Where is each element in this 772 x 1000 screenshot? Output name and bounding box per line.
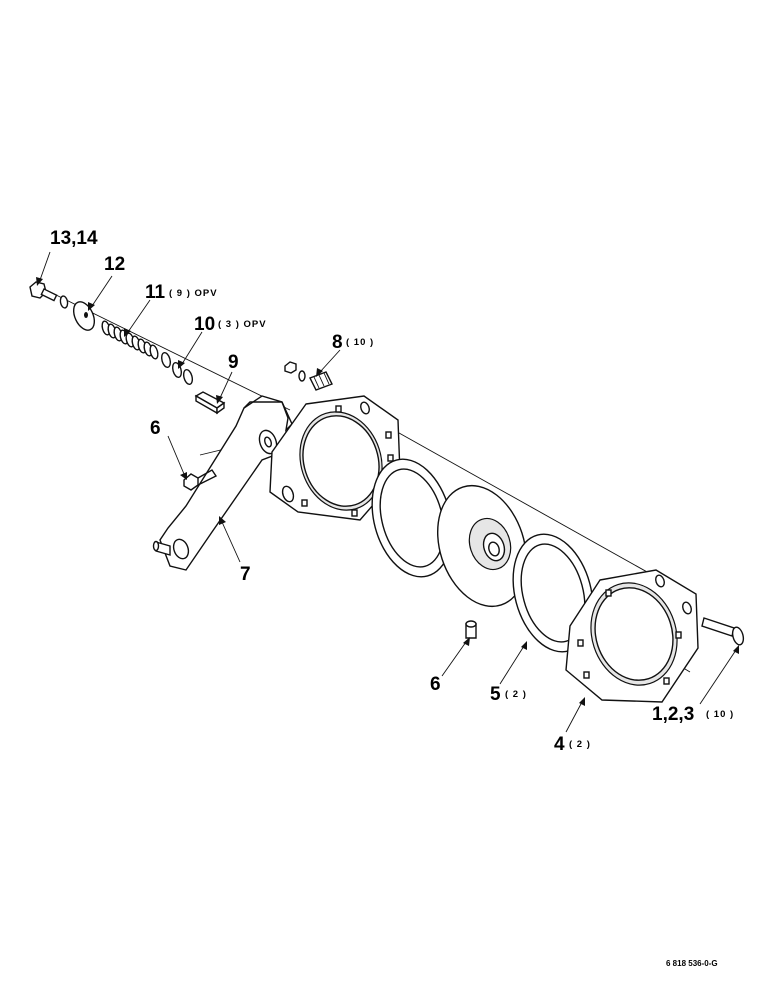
callout-number: 13,14 xyxy=(50,228,98,249)
drawing-code: 6 818 536-0-G xyxy=(666,959,718,968)
callout-6-bottom: 6 xyxy=(430,674,441,695)
callout-number: 8 xyxy=(332,332,343,353)
plate-part-4-front xyxy=(565,569,699,703)
arm-part-7 xyxy=(152,395,293,571)
callout-13-14: 13,14 xyxy=(50,228,98,249)
leader-lines xyxy=(36,251,739,733)
callout-quantity: ( 9 ) OPV xyxy=(169,288,218,299)
callout-5: 5 ( 2 ) xyxy=(490,684,527,705)
callout-quantity: ( 10 ) xyxy=(346,337,374,348)
callout-number: 10 xyxy=(194,314,215,335)
callout-number: 5 xyxy=(490,684,501,705)
callout-quantity: ( 2 ) xyxy=(505,689,527,700)
callout-quantity: ( 3 ) OPV xyxy=(218,319,267,330)
callout-quantity: ( 10 ) xyxy=(706,709,734,720)
callout-number: 7 xyxy=(240,564,251,585)
callout-number: 9 xyxy=(228,352,239,373)
center-hub-disc xyxy=(436,484,528,608)
callout-number: 6 xyxy=(430,674,441,695)
callout-11: 11 ( 9 ) OPV xyxy=(145,282,218,303)
callout-1-2-3: 1,2,3 ( 10 ) xyxy=(652,704,734,725)
screws-part-8 xyxy=(284,361,333,391)
callout-number: 1,2,3 xyxy=(652,704,694,725)
callout-10: 10 ( 3 ) OPV xyxy=(194,314,267,335)
key-part-9 xyxy=(194,391,226,415)
washers-part-10 xyxy=(160,351,194,386)
callout-number: 4 xyxy=(554,734,565,755)
callout-12: 12 xyxy=(104,254,125,275)
callout-number: 11 xyxy=(145,282,166,303)
set-screw-part-6-left xyxy=(183,469,218,491)
callout-9: 9 xyxy=(228,352,239,373)
callout-number: 12 xyxy=(104,254,125,275)
set-screw-part-6-bottom xyxy=(465,620,477,639)
friction-disc-part-5-left xyxy=(371,458,453,578)
callout-4: 4 ( 2 ) xyxy=(554,734,591,755)
plate-part-4-rear xyxy=(269,395,401,521)
callout-6-left: 6 xyxy=(150,418,161,439)
callout-7: 7 xyxy=(240,564,251,585)
carriage-bolt-part-1 xyxy=(701,617,745,646)
spring-washers-part-11 xyxy=(101,320,159,360)
callout-quantity: ( 2 ) xyxy=(569,739,591,750)
callout-number: 6 xyxy=(150,418,161,439)
bolt-part-13 xyxy=(29,281,69,309)
callout-8: 8 ( 10 ) xyxy=(332,332,374,353)
